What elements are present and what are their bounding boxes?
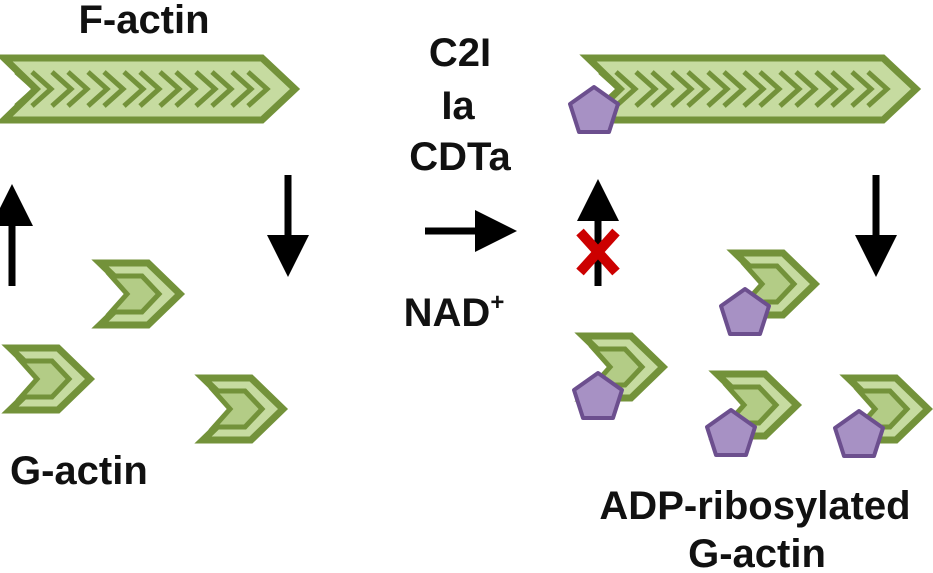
toxin-label-ia: Ia <box>441 84 475 128</box>
g-actin-monomer <box>203 378 283 440</box>
cofactor-charge: + <box>490 289 505 316</box>
cofactor-label: NAD+ <box>403 291 505 335</box>
block-x-icon <box>576 228 620 276</box>
adp-ribosylated-g-actin-label: G-actin <box>688 532 826 573</box>
g-actin-monomer <box>10 348 90 410</box>
f-actin-label: F-actin <box>78 0 210 42</box>
toxin-label-cdta: CDTa <box>409 135 511 179</box>
adp-ribosylated-label: ADP-ribosylated <box>599 484 911 528</box>
cofactor-text: NAD <box>403 291 491 335</box>
g-actin-monomer <box>100 263 180 325</box>
f-actin-filament-right <box>579 54 922 124</box>
g-actin-label: G-actin <box>10 449 148 493</box>
f-actin-filament-left <box>0 54 301 124</box>
toxin-label-c2i: C2I <box>428 31 492 75</box>
